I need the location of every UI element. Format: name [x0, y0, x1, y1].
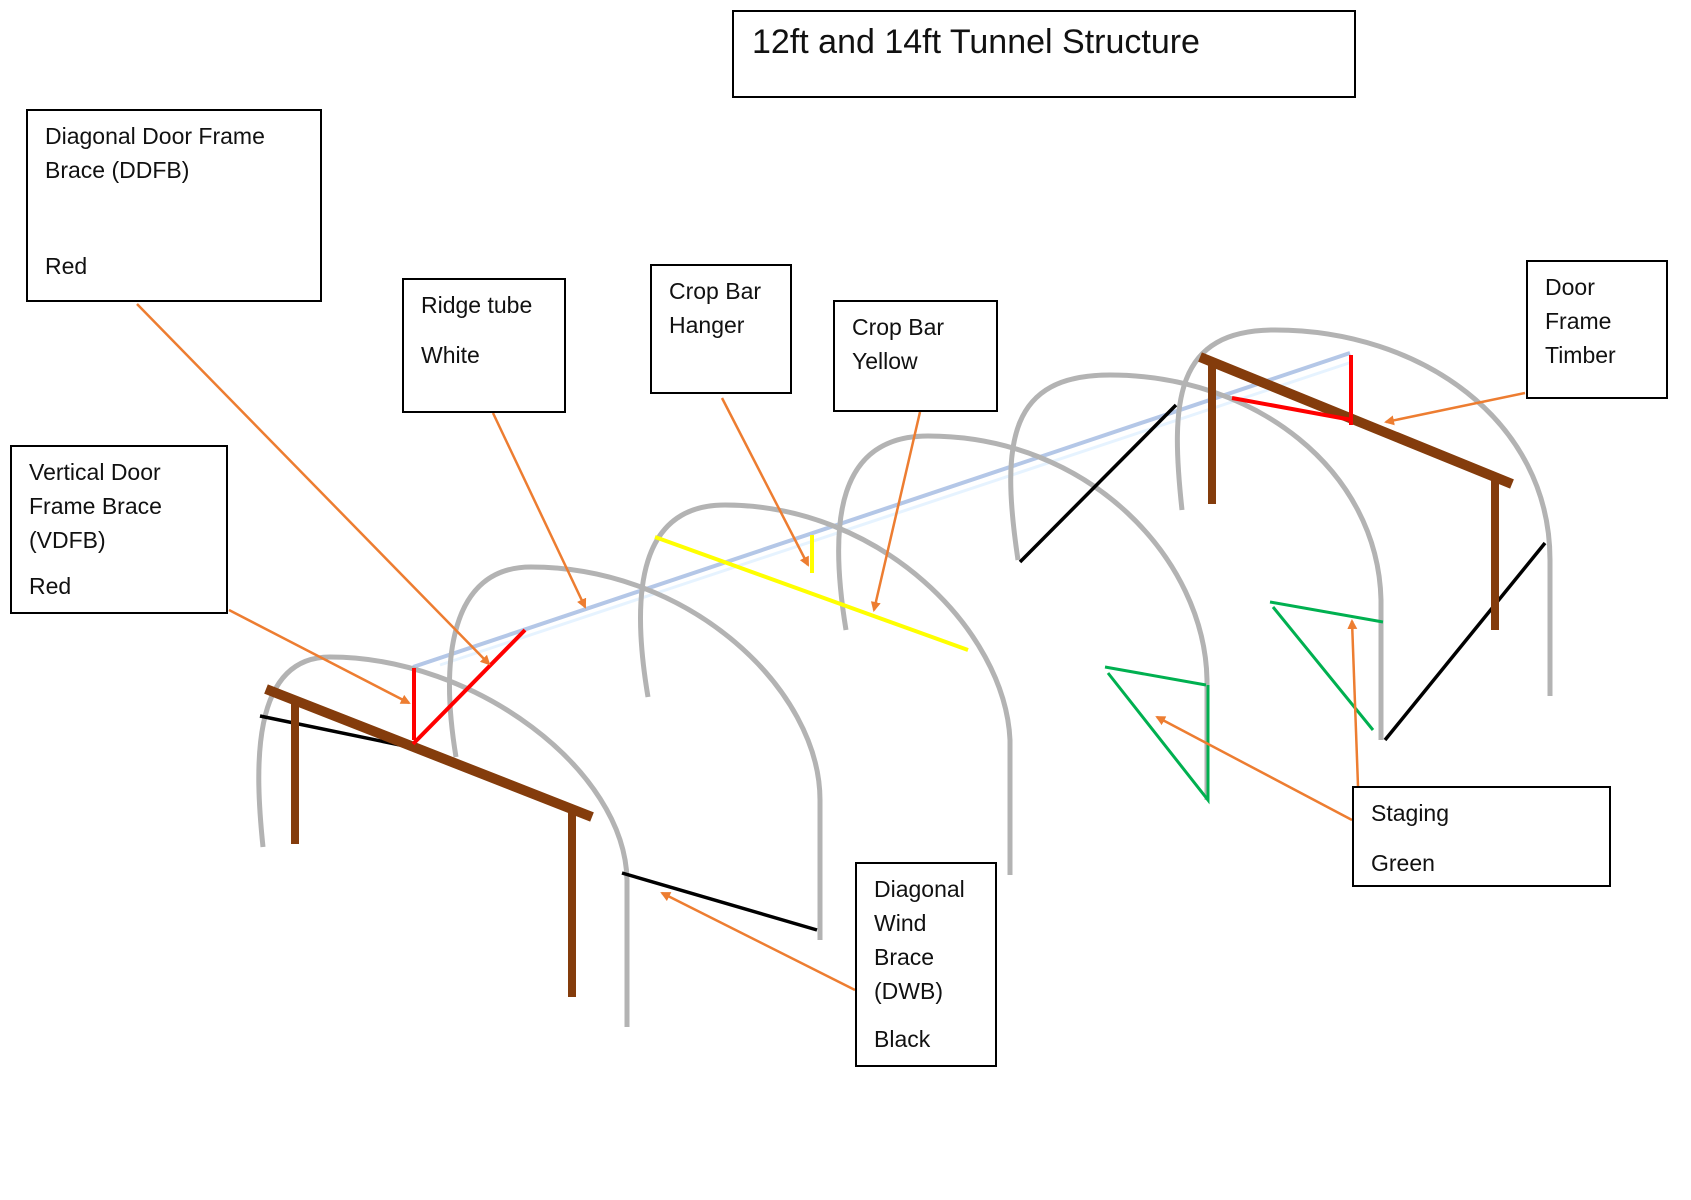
- label-staging-color: Green: [1371, 850, 1435, 876]
- arrow-door-timber: [1384, 391, 1526, 426]
- label-box-staging: Staging Green: [1352, 786, 1611, 887]
- diagram-title-box: 12ft and 14ft Tunnel Structure: [732, 10, 1356, 98]
- wind-brace-front-right: [621, 871, 818, 932]
- label-dwb-name: Diagonal Wind Brace (DWB): [874, 876, 965, 1004]
- arrow-cropbar: [870, 411, 922, 612]
- diagonal-door-frame-brace-back: [1231, 396, 1353, 422]
- label-box-ridge-tube: Ridge tube White: [402, 278, 566, 413]
- arrow-ddfb: [136, 303, 491, 666]
- label-box-ddfb: Diagonal Door Frame Brace (DDFB) Red: [26, 109, 322, 302]
- label-ridge-color: White: [421, 342, 480, 368]
- leader-arrows: [136, 303, 1526, 992]
- staging-bracket-2: [1269, 600, 1384, 731]
- crop-bar: [654, 535, 969, 652]
- label-box-crop-bar: Crop Bar Yellow: [833, 300, 998, 412]
- staging-bracket-1: [1104, 665, 1210, 805]
- arrow-vdfb: [228, 608, 411, 705]
- ridge-tube: [412, 351, 1351, 669]
- label-door-name: Door Frame Timber: [1545, 274, 1616, 368]
- wind-brace-back-right: [1383, 541, 1547, 742]
- label-box-vdfb: Vertical Door Frame Brace (VDFB) Red: [10, 445, 228, 614]
- hoop-1: [256, 654, 630, 1027]
- arrow-dwb: [660, 891, 856, 992]
- label-staging-name: Staging: [1371, 800, 1450, 826]
- wind-brace-back-left: [1018, 403, 1178, 564]
- arrow-staging-1: [1155, 715, 1353, 822]
- arrow-ridge: [491, 412, 587, 609]
- label-vdfb-name: Vertical Door Frame Brace (VDFB): [29, 459, 162, 553]
- door-frame-timber-back: [1198, 352, 1514, 489]
- wind-brace-front-left: [259, 714, 401, 747]
- arrow-hanger: [720, 397, 810, 567]
- hoop-4: [836, 433, 1210, 800]
- label-vdfb-color: Red: [29, 573, 72, 599]
- door-frame-timber-front: [264, 684, 594, 822]
- label-box-crop-bar-hanger: Crop Bar Hanger: [650, 264, 792, 394]
- hoop-5: [1008, 372, 1384, 740]
- label-ridge-name: Ridge tube: [421, 292, 533, 318]
- label-box-door-frame-timber: Door Frame Timber: [1526, 260, 1668, 399]
- label-cropbar-color: Yellow: [852, 348, 918, 374]
- label-ddfb-name: Diagonal Door Frame Brace (DDFB): [45, 123, 265, 183]
- diagram-title: 12ft and 14ft Tunnel Structure: [752, 23, 1200, 61]
- diagonal-door-frame-brace-front: [411, 628, 527, 746]
- hoop-6: [1174, 327, 1553, 696]
- label-hanger-name: Crop Bar Hanger: [669, 278, 762, 338]
- label-dwb-color: Black: [874, 1026, 931, 1052]
- hoop-3: [638, 502, 1013, 875]
- hoop-2: [447, 564, 823, 940]
- label-ddfb-color: Red: [45, 253, 88, 279]
- arrow-staging-2: [1347, 619, 1360, 787]
- label-box-dwb: Diagonal Wind Brace (DWB) Black: [855, 862, 997, 1067]
- label-cropbar-name: Crop Bar: [852, 314, 945, 340]
